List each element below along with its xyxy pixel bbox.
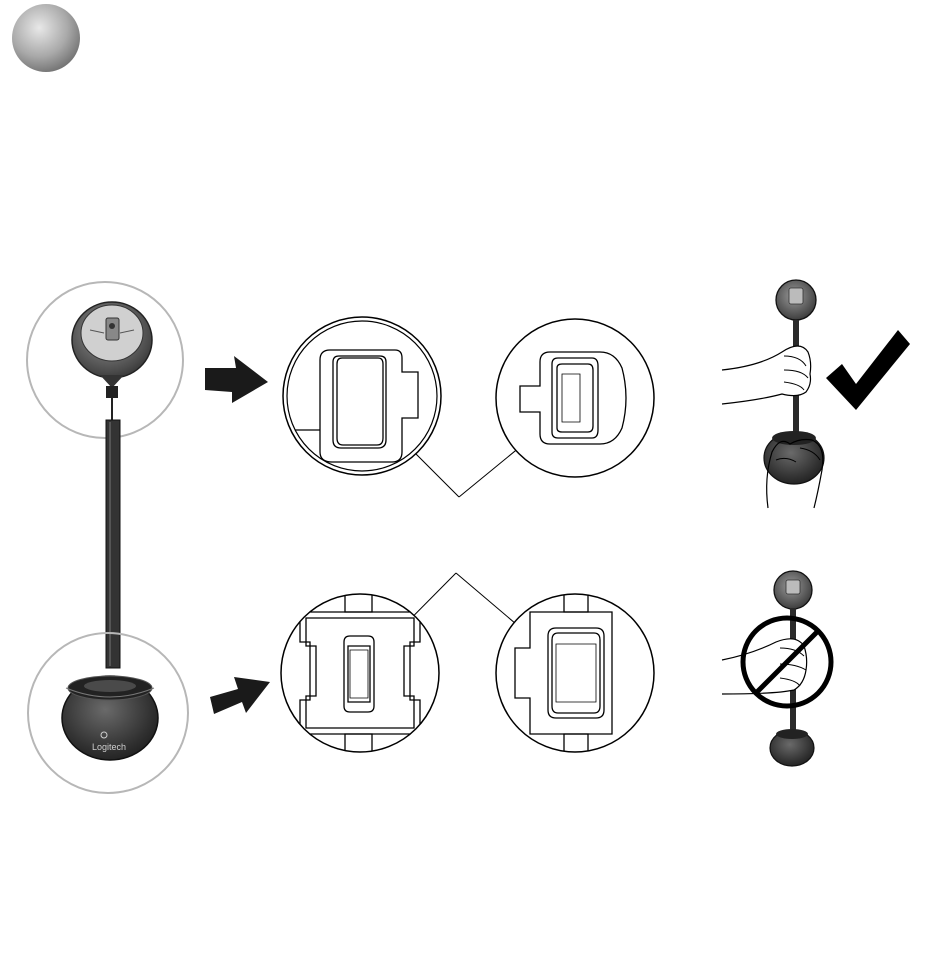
- speaker-base-icon: Logitech: [62, 676, 158, 760]
- zoom-bottom-left: [281, 590, 439, 756]
- camera-head-icon: [72, 302, 152, 398]
- gray-sphere-badge-icon: [12, 4, 80, 72]
- camera-head-callout: [27, 282, 183, 438]
- zoom-top-left: [283, 317, 441, 475]
- zoom-bottom-right: [496, 590, 654, 756]
- arrow-bottom-icon: [210, 677, 270, 714]
- correct-grip-illustration: [722, 280, 824, 508]
- zoom-top-right: [496, 319, 654, 477]
- pole-icon: [106, 398, 120, 668]
- checkmark-icon: [826, 330, 910, 410]
- incorrect-grip-illustration: [722, 571, 814, 766]
- step-badge: [12, 4, 80, 72]
- arrow-top-icon: [205, 356, 268, 403]
- base-logo-text: Logitech: [92, 742, 126, 752]
